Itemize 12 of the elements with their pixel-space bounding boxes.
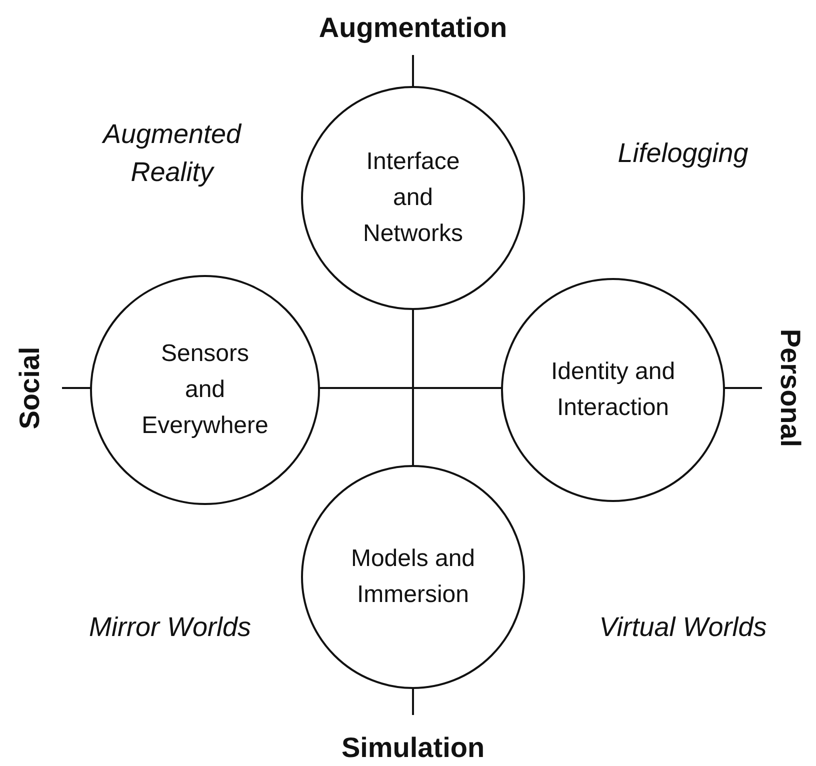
- circle-label: Models and Immersion: [350, 544, 476, 610]
- circle-label: Identity and Interaction: [550, 357, 676, 423]
- quadrant-label: Virtual Worlds: [598, 611, 768, 644]
- circle-label: Interface and Networks: [362, 147, 464, 249]
- axis-label: Simulation: [340, 732, 486, 764]
- axis-label: Personal: [774, 328, 806, 448]
- axis-label: Augmentation: [318, 12, 508, 44]
- quadrant-label: Lifelogging: [616, 137, 750, 170]
- quadrant-label: Mirror Worlds: [88, 611, 252, 644]
- quadrant-label: Augmented Reality: [100, 118, 243, 189]
- circle-label: Sensors and Everywhere: [140, 339, 270, 441]
- axis-label: Social: [14, 346, 46, 430]
